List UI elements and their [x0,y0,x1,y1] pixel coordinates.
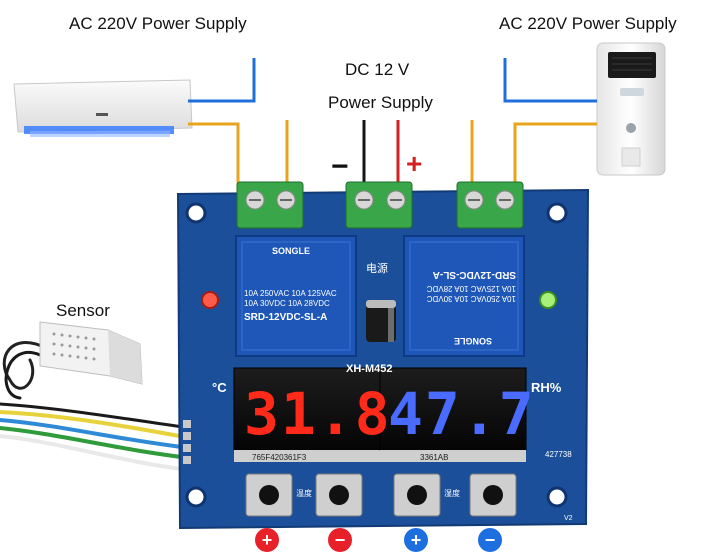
right-ac-wires [470,58,597,188]
temp-plus-symbol: + [262,530,273,550]
relay-right-line3: 10A 125VAC 10A 28VDC [427,284,516,293]
air-cooler-unit [596,42,666,176]
relay-left [235,235,357,357]
display-temperature-panel [233,367,381,462]
humidity-unit: RH% [531,380,562,395]
sensor-cable [0,341,192,472]
power-marking: 电源 [366,261,388,275]
air-conditioner-unit [13,79,193,137]
terminal-right [456,181,524,229]
dc-minus-sign: − [331,150,349,183]
board-model: XH-M452 [346,363,392,375]
capacitor [366,300,396,342]
humidity-plus-symbol: + [411,530,422,550]
board-code: 427738 [545,450,572,459]
left-ac-wires [188,58,289,188]
terminal-dc [345,181,413,229]
temp-minus-symbol: − [335,530,346,550]
dc-supply-label-line2: Power Supply [328,93,433,112]
humidity-plus-indicator: + [404,528,428,552]
status-led-green [539,291,557,309]
left-supply-label: AC 220V Power Supply [69,14,247,33]
relay-right-line1: SRD-12VDC-SL-A [433,269,516,280]
board-key-3 [393,473,441,517]
right-supply-label: AC 220V Power Supply [499,14,677,33]
status-led-red [201,291,219,309]
display-humidity-panel [379,367,527,462]
temp-minus-indicator: − [328,528,352,552]
temp-plus-indicator: + [255,528,279,552]
temperature-reading: 31.8 [244,380,392,448]
terminal-left [236,181,304,229]
dc-power-wires [362,120,400,186]
relay-left-brand: SONGLE [272,246,310,256]
display-part-right: 3361AB [420,453,448,462]
humidity-key-marking: 湿度 [444,488,460,498]
humidity-minus-symbol: − [485,530,496,550]
sensor-probe [39,321,143,385]
relay-right-brand: SONGLE [454,336,492,346]
board-key-4 [469,473,517,517]
relay-left-line2: 10A 30VDC 10A 28VDC [244,299,330,308]
board-key-1 [245,473,293,517]
relay-left-line1: 10A 250VAC 10A 125VAC [244,289,337,298]
temp-key-marking: 温度 [296,488,312,498]
dc-plus-sign: + [406,148,423,179]
display-part-left: 765F420361F3 [252,453,307,462]
dc-supply-label-line1: DC 12 V [345,60,410,79]
humidity-reading: 47.7 [388,380,536,448]
board-version: V2 [564,515,573,522]
sensor-label: Sensor [56,301,110,320]
relay-right-line2: 10A 250VAC 10A 30VDC [427,294,516,303]
relay-right [403,235,525,357]
board-key-2 [315,473,363,517]
relay-left-line3: SRD-12VDC-SL-A [244,312,327,323]
humidity-minus-indicator: − [478,528,502,552]
celsius-unit: °C [212,380,227,395]
